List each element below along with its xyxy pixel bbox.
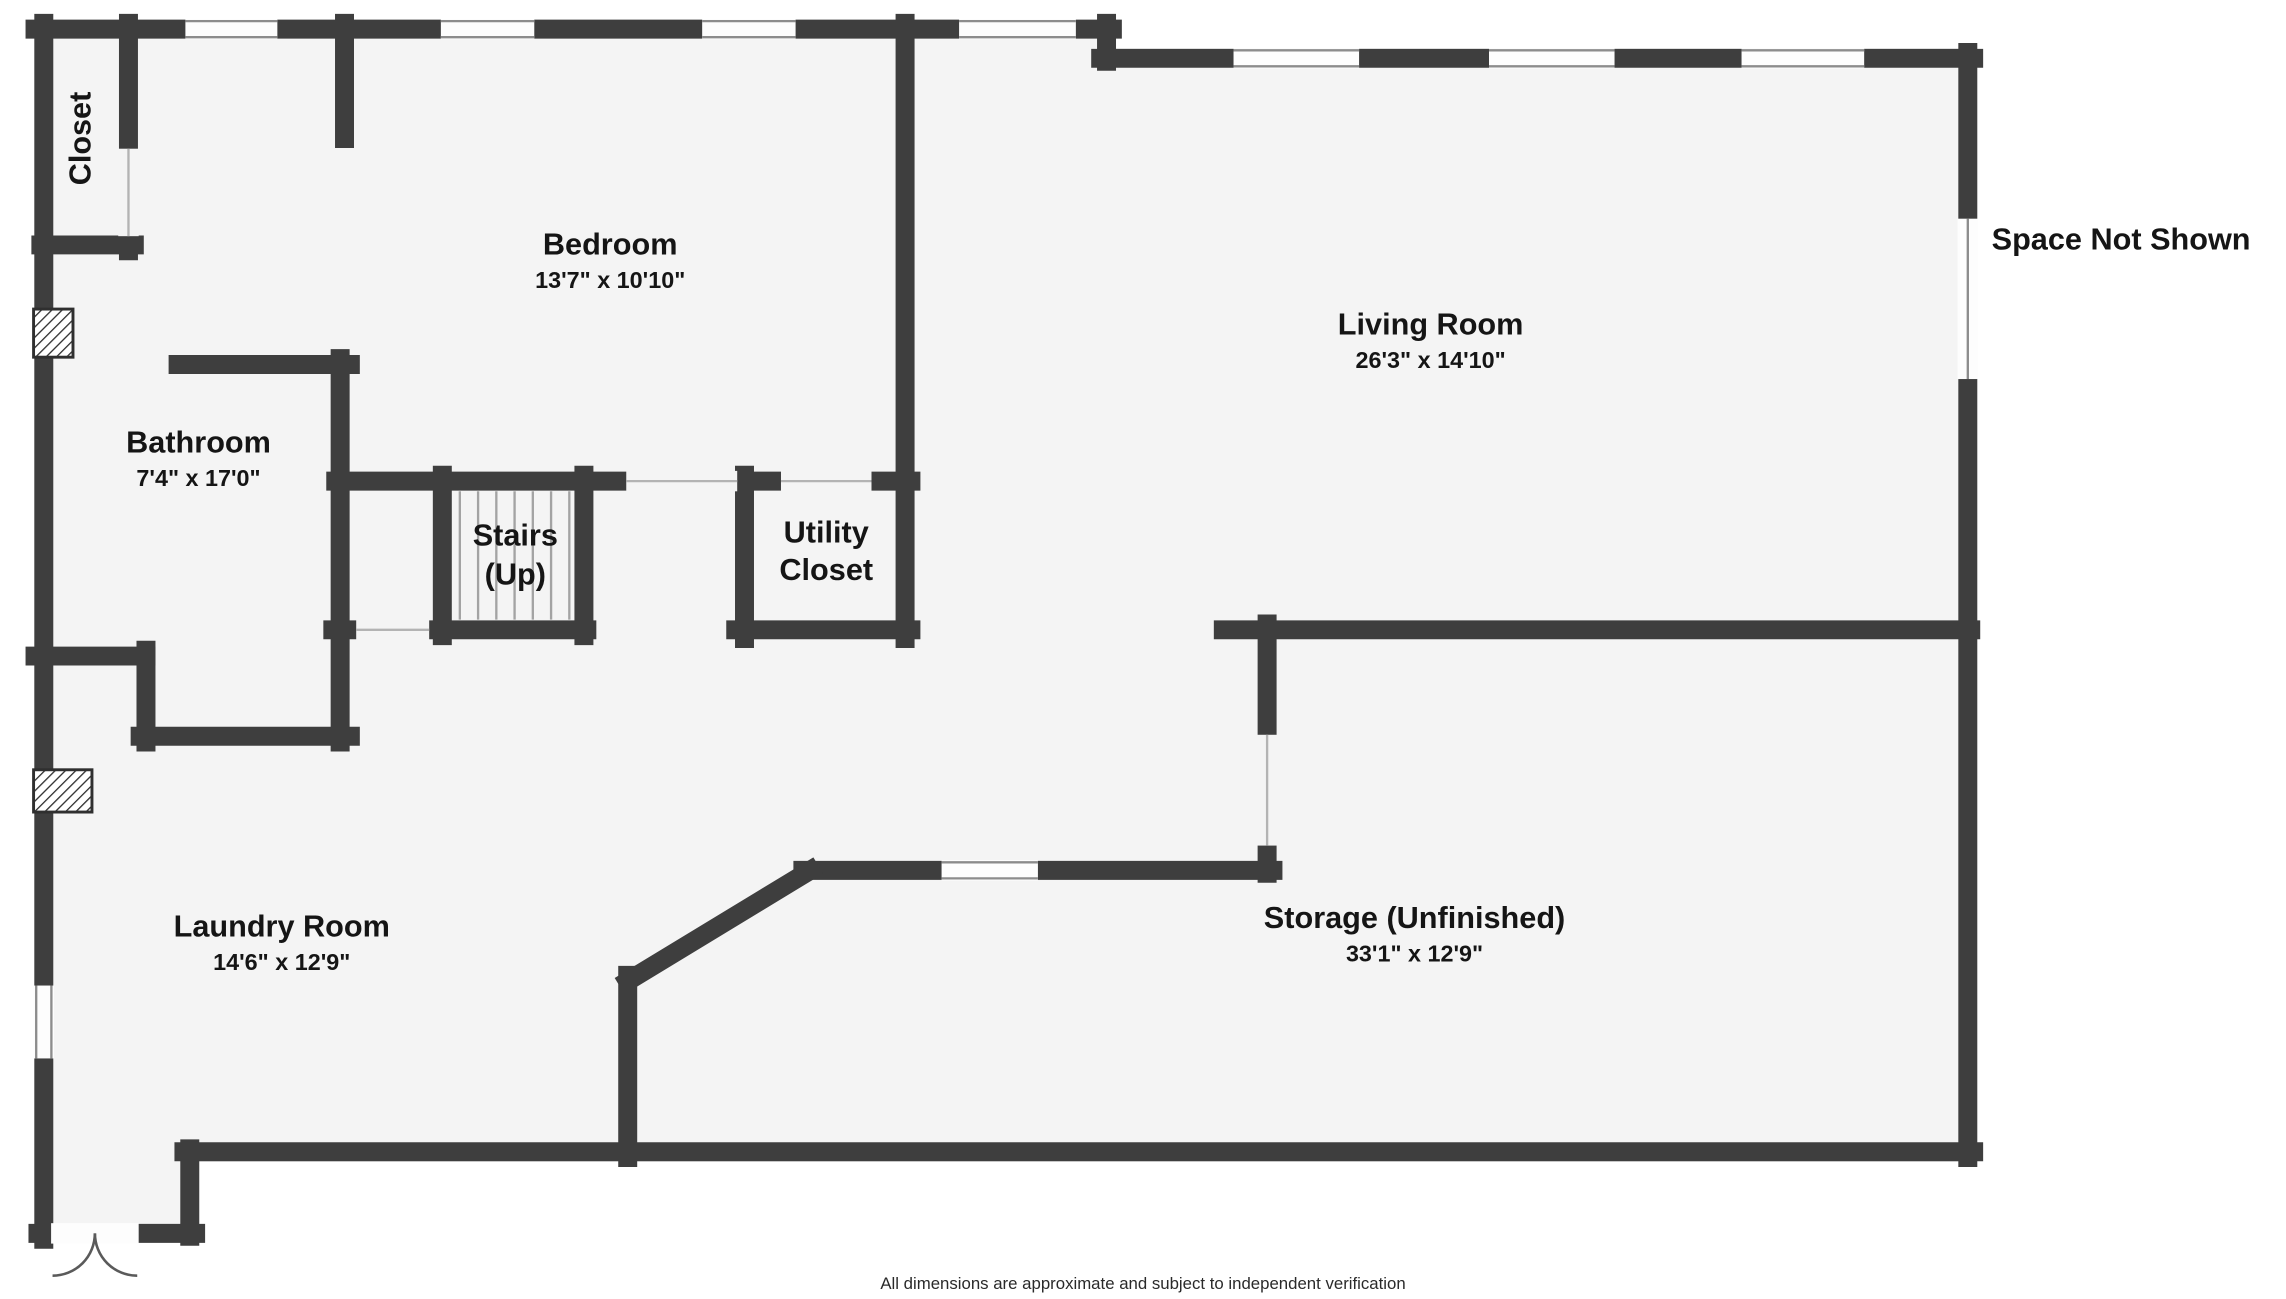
room-label-bathroom: Bathroom 7'4" x 17'0" <box>126 425 271 496</box>
room-name: Bedroom <box>542 228 678 262</box>
hatched-windows <box>32 307 94 814</box>
room-name: Living Room <box>1337 308 1524 342</box>
room-name: Stairs <box>472 519 558 553</box>
room-name: Utility Closet <box>779 516 874 588</box>
room-name: Laundry Room <box>173 910 390 944</box>
space-not-shown-label: Space Not Shown <box>1991 223 2251 257</box>
room-label-laundry-room: Laundry Room 14'6" x 12'9" <box>174 909 390 980</box>
door-openings <box>118 148 1278 846</box>
room-dimensions: 33'1" x 12'9" <box>1345 942 1484 968</box>
interior-walls <box>25 13 1981 1168</box>
room-label-utility-closet: Utility Closet <box>756 515 896 591</box>
room-label-closet: Closet <box>63 92 101 186</box>
door-swing-arc <box>52 1233 97 1277</box>
room-dimensions: 7'4" x 17'0" <box>136 467 261 493</box>
room-name: Closet <box>64 91 98 186</box>
stair-treads <box>458 491 571 620</box>
windows <box>33 18 1979 1059</box>
room-label-living-room: Living Room 26'3" x 14'10" <box>1338 307 1524 378</box>
room-dimensions: 13'7" x 10'10" <box>535 268 686 294</box>
door-swing-arc <box>93 1233 138 1277</box>
room-name-sub: (Up) <box>484 558 546 592</box>
entry-door <box>51 1223 139 1277</box>
room-name: Storage (Unfinished) <box>1263 901 1566 936</box>
floor-area <box>35 20 1974 1243</box>
room-name: Bathroom <box>126 426 271 460</box>
room-dimensions: 26'3" x 14'10" <box>1355 349 1506 374</box>
room-label-stairs: Stairs (Up) <box>473 516 558 595</box>
room-dimensions: 14'6" x 12'9" <box>213 951 351 977</box>
disclaimer-text: All dimensions are approximate and subje… <box>880 1275 1406 1294</box>
room-label-bedroom: Bedroom 13'7" x 10'10" <box>535 227 685 298</box>
room-label-storage: Storage (Unfinished) 33'1" x 12'9" <box>1264 900 1565 971</box>
